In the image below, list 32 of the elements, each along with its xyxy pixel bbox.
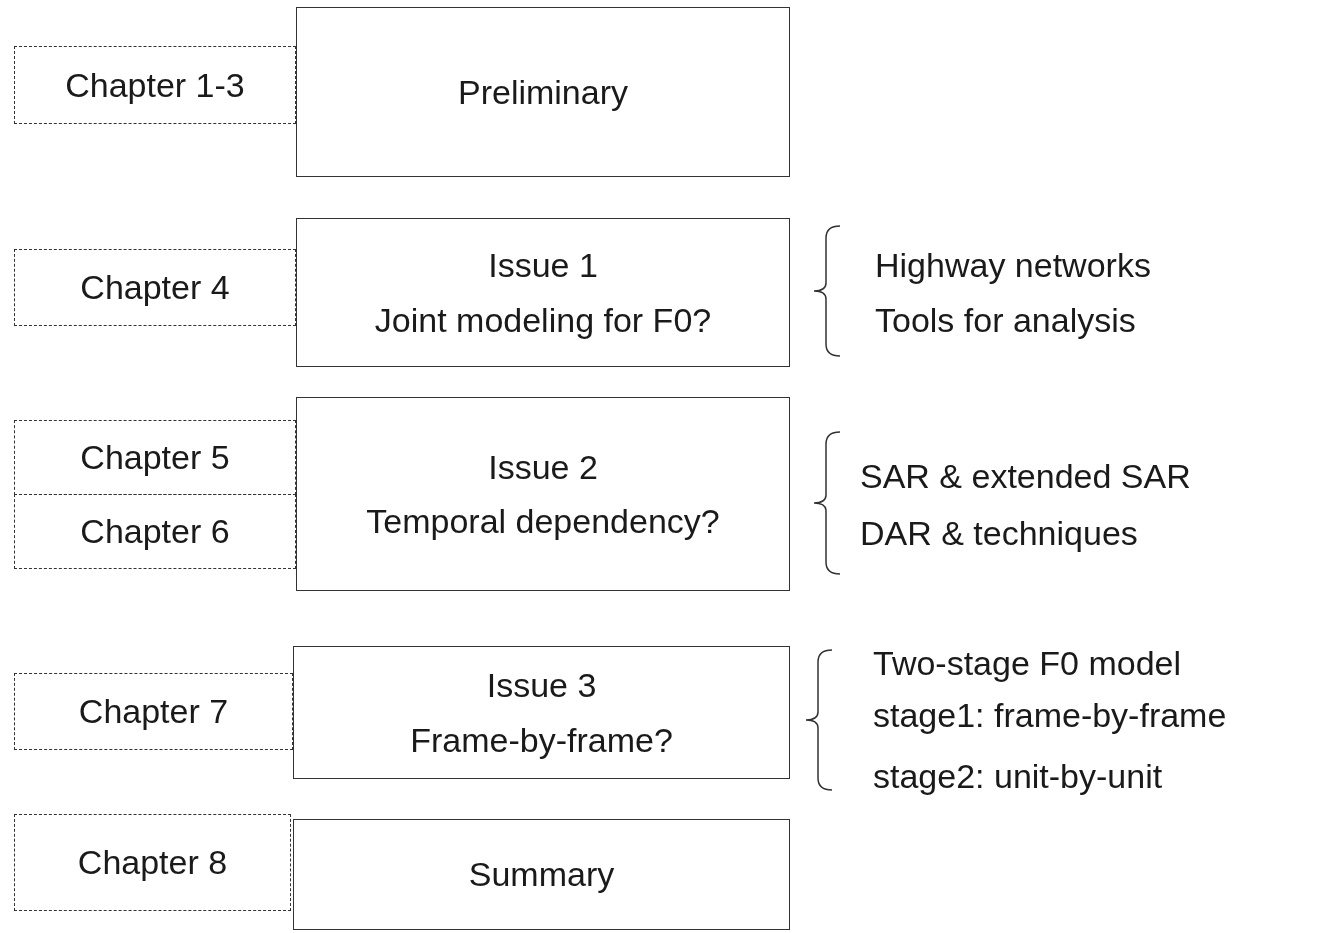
chapter-label: Chapter 6	[80, 511, 230, 553]
list-item: Tools for analysis	[875, 303, 1136, 337]
list-item: Highway networks	[875, 248, 1151, 282]
process-box	[296, 218, 790, 367]
list-item: stage1: frame-by-frame	[873, 698, 1227, 732]
chapter-box	[14, 814, 291, 911]
chapter-box	[14, 494, 296, 569]
chapter-label: Chapter 7	[78, 691, 229, 733]
box-text: Temporal dependency?	[366, 501, 720, 542]
list-item: DAR & techniques	[860, 516, 1138, 550]
box-text: Preliminary	[457, 71, 628, 113]
chapter-box	[14, 46, 296, 124]
process-box	[293, 819, 790, 930]
process-box	[296, 7, 790, 177]
list-item: Two-stage F0 model	[873, 646, 1182, 680]
box-text: Joint modeling for F0?	[374, 299, 712, 341]
chapter-label: Chapter 4	[80, 267, 230, 309]
issue-heading: Issue 1	[488, 245, 598, 287]
chapter-box	[14, 249, 296, 326]
box-text: Frame-by-frame?	[410, 719, 673, 761]
list-item: SAR & extended SAR	[860, 459, 1191, 493]
issue-heading: Issue 2	[488, 446, 598, 488]
process-box	[293, 646, 790, 779]
list-item: stage2: unit-by-unit	[873, 759, 1163, 793]
chapter-label: Chapter 5	[80, 437, 230, 479]
chapter-box	[14, 420, 296, 495]
chapter-label: Chapter 8	[77, 842, 228, 884]
issue-heading: Issue 3	[486, 665, 597, 707]
box-text: Summary	[468, 854, 615, 896]
process-box	[296, 397, 790, 591]
chapter-box	[14, 673, 293, 750]
chapter-label: Chapter 1-3	[65, 64, 245, 106]
